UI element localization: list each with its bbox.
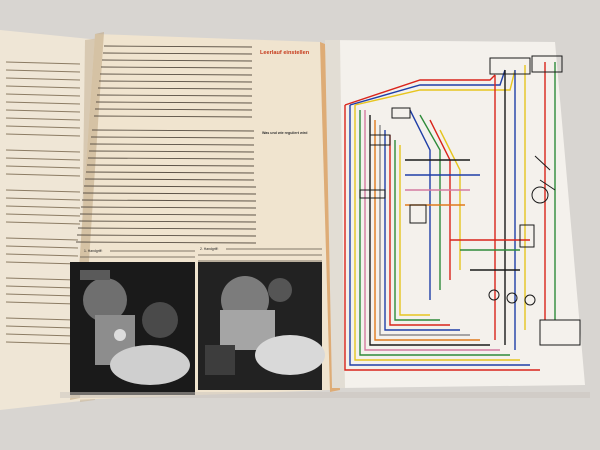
page-shadow	[60, 392, 590, 398]
caption-lines	[80, 248, 322, 262]
caption-1: 1. Handgriff:	[84, 249, 102, 253]
left-page-text	[5, 61, 81, 345]
section-heading: Leerlauf einstellen	[260, 50, 310, 56]
engine-photo-2	[198, 262, 325, 390]
caption-2: 2. Handgriff:	[200, 247, 218, 251]
engine-photo-1	[70, 262, 195, 395]
center-page-text	[75, 45, 257, 244]
wiring-components	[359, 55, 581, 346]
side-note: Was und wie reguliert wird	[262, 131, 307, 135]
wiring-page	[325, 40, 585, 388]
